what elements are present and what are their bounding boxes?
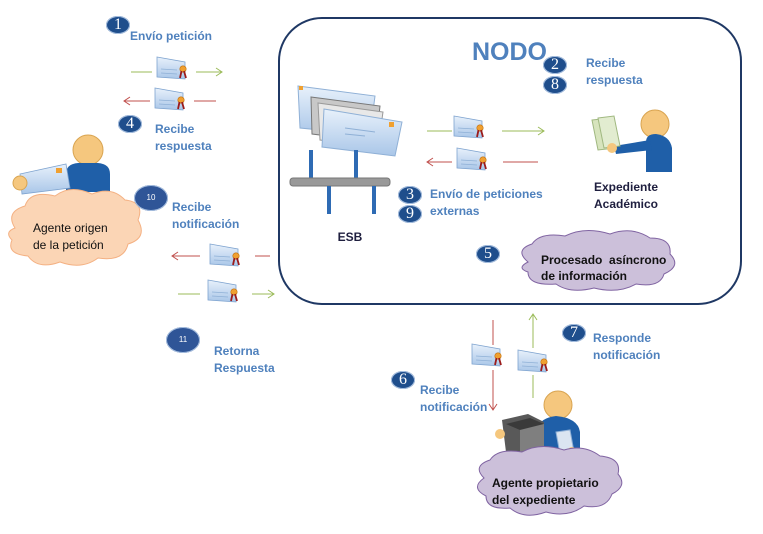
step-label-10-line2: notificación — [172, 217, 240, 231]
step-label-7-line2: notificación — [593, 348, 661, 362]
step-badge-3: 3 — [398, 186, 422, 204]
certificate-icon — [517, 349, 549, 373]
certificate-icon — [471, 343, 503, 367]
esb-request-arrow-right — [427, 126, 545, 136]
response-arrow-up-7 — [528, 313, 538, 398]
step-label-11-line1: Retorna — [214, 344, 260, 358]
certificate-icon — [207, 279, 239, 303]
esb-label: ESB — [337, 230, 363, 244]
agente-origen-text-line2: de la petición — [33, 238, 104, 252]
agente-propietario-text-line2: del expediente — [492, 493, 576, 507]
notification-arrow-down-6 — [488, 320, 498, 411]
agente-propietario-text-line1: Agente propietario — [492, 476, 599, 490]
step-badge-8: 8 — [543, 76, 567, 94]
response-arrow-left-4 — [123, 96, 216, 106]
esb-response-arrow-left — [426, 157, 538, 167]
request-arrow-right-1 — [131, 67, 223, 77]
step-label-6-line2: notificación — [420, 400, 488, 414]
step-label-7-line1: Responde — [593, 331, 652, 345]
esb-icon — [289, 85, 403, 214]
certificate-icon — [154, 87, 186, 111]
step-label-3-line1: Envío de peticiones — [430, 187, 543, 201]
step-badge-6: 6 — [391, 371, 415, 389]
step-label-4-line2: respuesta — [155, 139, 212, 153]
step-badge-2: 2 — [543, 56, 567, 74]
step-badge-4: 4 — [118, 115, 142, 133]
step-label-4-line1: Recibe — [155, 122, 195, 136]
node-title: NODO — [472, 38, 547, 66]
node-container — [278, 17, 742, 305]
step-label-11-line2: Respuesta — [214, 361, 275, 375]
procesado-cloud — [521, 230, 676, 291]
step-label-3-line2: externas — [430, 204, 480, 218]
expediente-person-icon — [591, 109, 672, 172]
agente-origen-cloud — [8, 189, 142, 266]
step-label-10-line1: Recibe — [172, 200, 212, 214]
agente-origen-person-icon — [12, 134, 111, 195]
agente-origen-text-line1: Agente origen — [33, 221, 108, 235]
certificate-icon — [156, 56, 188, 80]
step-badge-9: 9 — [398, 205, 422, 223]
response-arrow-right-11 — [178, 289, 275, 299]
certificate-icon — [453, 115, 485, 139]
expediente-label-line1: Expediente — [593, 180, 659, 194]
step-label-6-line1: Recibe — [420, 383, 460, 397]
expediente-label-line2: Académico — [593, 197, 659, 211]
notification-arrow-left-10 — [171, 251, 270, 261]
step-badge-7: 7 — [562, 324, 586, 342]
agente-propietario-cloud — [477, 446, 623, 516]
step-badge-5: 5 — [476, 245, 500, 263]
certificate-icon — [456, 147, 488, 171]
certificate-icon — [209, 243, 241, 267]
step-label-2-line1: Recibe — [586, 56, 626, 70]
procesado-text-line2: de información — [541, 269, 628, 283]
step-label-2-line2: respuesta — [586, 73, 643, 87]
step-badge-1: 1 — [106, 16, 130, 34]
step-badge-11: 11 — [166, 327, 200, 353]
step-label-1: Envío petición — [130, 29, 213, 43]
procesado-text-line1: Procesado asíncrono — [541, 253, 667, 267]
step-badge-10: 10 — [134, 185, 168, 211]
